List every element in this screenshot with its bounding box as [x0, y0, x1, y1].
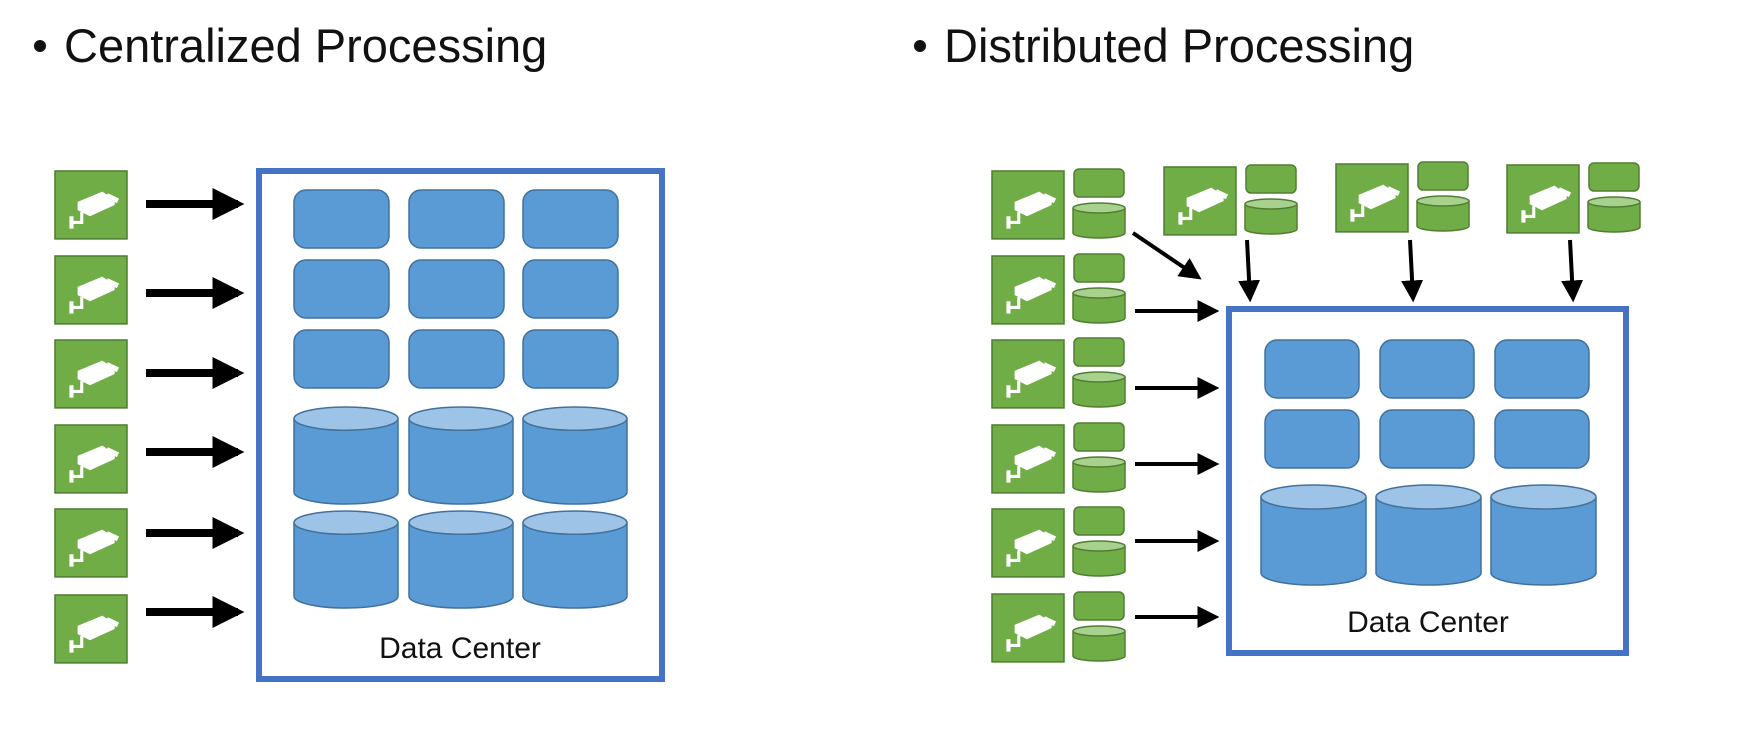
- server-icon: [1417, 161, 1469, 191]
- server-icon: [408, 189, 505, 249]
- right-heading: Distributed Processing: [914, 22, 1414, 69]
- right-server-grid: [1264, 339, 1590, 469]
- server-icon: [1379, 339, 1475, 399]
- left-heading: Centralized Processing: [34, 22, 547, 69]
- server-icon: [1494, 409, 1590, 469]
- server-icon: [1073, 422, 1125, 452]
- edge-node: [1163, 164, 1298, 236]
- server-icon: [1264, 409, 1360, 469]
- database-cylinder-icon: [408, 510, 514, 609]
- security-camera-icon: [54, 424, 128, 494]
- database-cylinder-icon: [1072, 371, 1126, 408]
- server-icon: [1073, 506, 1125, 536]
- flow-arrow: [1561, 239, 1584, 303]
- database-cylinder-icon: [1587, 196, 1641, 233]
- server-icon: [293, 259, 390, 319]
- flow-arrow: [1401, 239, 1424, 303]
- database-cylinder-icon: [522, 406, 628, 505]
- security-camera-icon: [54, 339, 128, 409]
- server-icon: [1379, 409, 1475, 469]
- edge-node: [1506, 162, 1641, 234]
- server-icon: [1494, 339, 1590, 399]
- server-icon: [1245, 164, 1297, 194]
- server-icon: [1264, 339, 1360, 399]
- security-camera-icon: [1163, 166, 1237, 236]
- bullet-icon: [914, 39, 926, 52]
- server-icon: [1073, 591, 1125, 621]
- server-icon: [1588, 162, 1640, 192]
- flow-arrow: [1238, 239, 1261, 303]
- database-cylinder-icon: [522, 510, 628, 609]
- right-title: Distributed Processing: [944, 19, 1415, 72]
- server-icon: [522, 329, 619, 389]
- database-cylinder-icon: [1072, 202, 1126, 239]
- security-camera-icon: [54, 255, 128, 325]
- database-cylinder-icon: [293, 510, 399, 609]
- edge-node: [991, 422, 1126, 494]
- left-storage-grid: [293, 406, 628, 609]
- database-cylinder-icon: [1244, 198, 1298, 235]
- database-cylinder-icon: [1416, 195, 1470, 232]
- database-cylinder-icon: [293, 406, 399, 505]
- security-camera-icon: [54, 508, 128, 578]
- edge-node: [991, 168, 1126, 240]
- security-camera-icon: [991, 593, 1065, 663]
- security-camera-icon: [991, 255, 1065, 325]
- database-cylinder-icon: [1072, 625, 1126, 662]
- security-camera-icon: [1335, 163, 1409, 233]
- right-edge-nodes: [991, 161, 1641, 663]
- database-cylinder-icon: [1260, 484, 1367, 586]
- left-arrows: [146, 188, 245, 628]
- left-server-grid: [293, 189, 619, 389]
- right-arrows: [1131, 231, 1584, 628]
- database-cylinder-icon: [408, 406, 514, 505]
- database-cylinder-icon: [1375, 484, 1482, 586]
- server-icon: [522, 189, 619, 249]
- server-icon: [408, 329, 505, 389]
- left-data-center-label: Data Center: [379, 632, 541, 665]
- flow-arrow: [1131, 231, 1202, 280]
- left-camera-column: [54, 170, 128, 664]
- edge-node: [991, 253, 1126, 325]
- left-title: Centralized Processing: [64, 19, 548, 72]
- edge-node: [991, 337, 1126, 409]
- server-icon: [1073, 337, 1125, 367]
- database-cylinder-icon: [1072, 540, 1126, 577]
- server-icon: [1073, 253, 1125, 283]
- right-data-center-label: Data Center: [1347, 606, 1509, 639]
- database-cylinder-icon: [1490, 484, 1597, 586]
- bullet-icon: [34, 39, 46, 52]
- database-cylinder-icon: [1072, 456, 1126, 493]
- security-camera-icon: [991, 508, 1065, 578]
- server-icon: [522, 259, 619, 319]
- server-icon: [293, 329, 390, 389]
- server-icon: [293, 189, 390, 249]
- security-camera-icon: [54, 594, 128, 664]
- edge-node: [991, 591, 1126, 663]
- security-camera-icon: [54, 170, 128, 240]
- edge-node: [991, 506, 1126, 578]
- security-camera-icon: [1506, 164, 1580, 234]
- security-camera-icon: [991, 170, 1065, 240]
- server-icon: [408, 259, 505, 319]
- security-camera-icon: [991, 339, 1065, 409]
- security-camera-icon: [991, 424, 1065, 494]
- database-cylinder-icon: [1072, 287, 1126, 324]
- right-storage-grid: [1260, 484, 1597, 586]
- server-icon: [1073, 168, 1125, 198]
- edge-node: [1335, 161, 1470, 233]
